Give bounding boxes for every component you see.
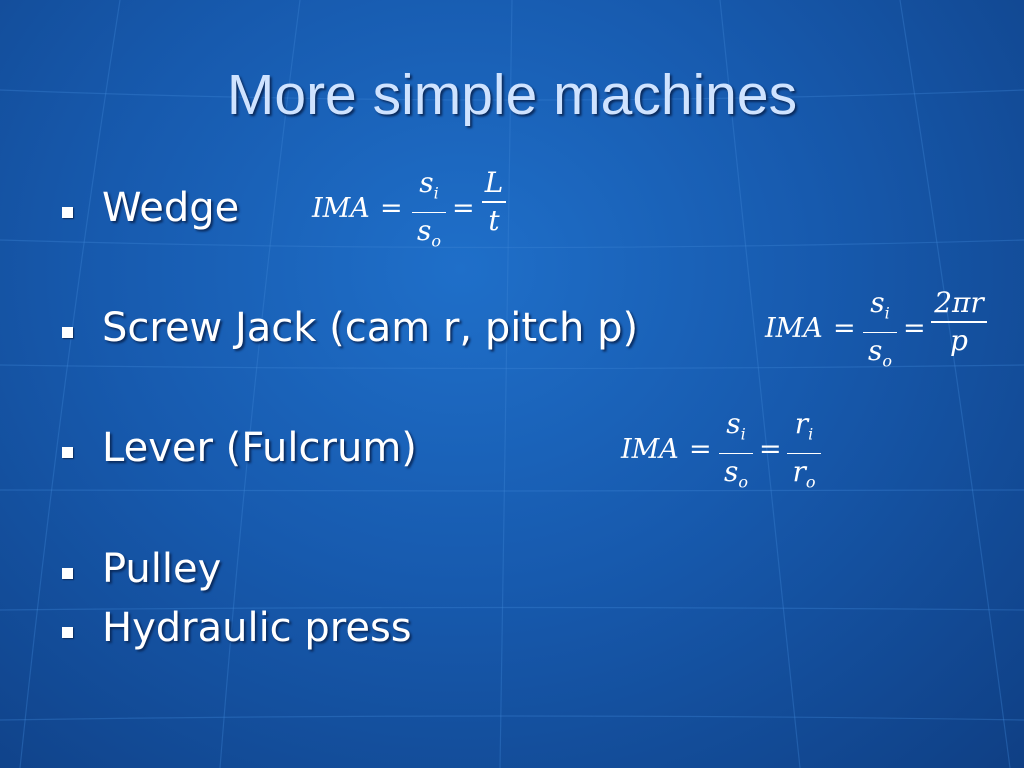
denominator: so bbox=[416, 214, 441, 251]
equals-sign: = bbox=[833, 313, 856, 344]
numerator: si bbox=[419, 166, 439, 203]
numerator: si bbox=[726, 407, 746, 444]
fraction-bar bbox=[931, 321, 987, 323]
fraction-bar bbox=[863, 331, 897, 334]
bullet-label: Screw Jack (cam r, pitch p) bbox=[102, 305, 639, 351]
fraction-bar bbox=[482, 201, 506, 203]
bullet-marker bbox=[62, 327, 73, 338]
fraction: ri ro bbox=[787, 409, 821, 498]
equals-sign: = bbox=[689, 434, 712, 465]
numerator: si bbox=[870, 286, 890, 323]
numerator: 2πr bbox=[934, 286, 984, 319]
numerator: L bbox=[484, 166, 504, 199]
fraction: 2πr p bbox=[931, 288, 987, 356]
bullet-marker bbox=[62, 627, 73, 638]
equals-sign: = bbox=[452, 193, 475, 224]
bullet-marker bbox=[62, 568, 73, 579]
denominator: ro bbox=[792, 455, 816, 492]
fraction: L t bbox=[482, 168, 506, 236]
denominator: so bbox=[867, 334, 892, 371]
bullet-label: Lever (Fulcrum) bbox=[102, 425, 417, 471]
denominator: t bbox=[488, 203, 500, 237]
fraction-bar bbox=[719, 452, 753, 455]
equals-sign: = bbox=[903, 313, 926, 344]
slide-title: More simple machines bbox=[226, 63, 798, 127]
bullet-marker bbox=[62, 207, 73, 218]
equals-sign: = bbox=[759, 434, 782, 465]
bullet-label: Pulley bbox=[102, 546, 222, 592]
denominator: p bbox=[950, 323, 968, 357]
fraction: si so bbox=[863, 288, 897, 377]
bullet-label: Wedge bbox=[102, 185, 240, 231]
bullet-label: Hydraulic press bbox=[102, 605, 412, 651]
bullet-marker bbox=[62, 447, 73, 458]
denominator: so bbox=[723, 455, 748, 492]
fraction: si so bbox=[412, 168, 446, 257]
equation-lhs: IMA bbox=[312, 193, 370, 224]
fraction-bar bbox=[412, 211, 446, 214]
equation-lhs: IMA bbox=[765, 313, 823, 344]
fraction-bar bbox=[787, 452, 821, 455]
numerator: ri bbox=[794, 407, 814, 444]
equation-lhs: IMA bbox=[621, 434, 679, 465]
fraction: si so bbox=[719, 409, 753, 498]
equals-sign: = bbox=[380, 193, 403, 224]
